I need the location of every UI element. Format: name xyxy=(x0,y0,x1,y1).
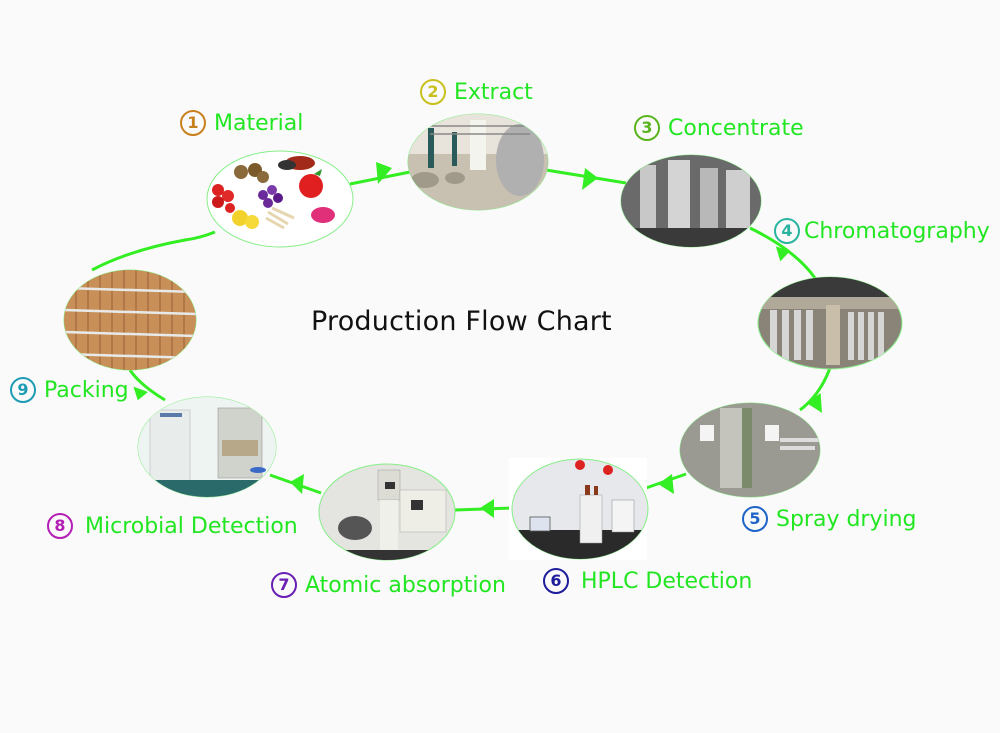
chart-title: Production Flow Chart xyxy=(311,306,612,337)
step-5-number-badge: 5 xyxy=(742,506,768,532)
step-9-text: Packing xyxy=(44,377,129,403)
connector-4-5 xyxy=(799,367,832,412)
step-8-photo xyxy=(137,396,277,498)
step-7-label: 7 Atomic absorption xyxy=(271,572,506,598)
step-1-number-badge: 1 xyxy=(180,110,206,136)
step-6-text: HPLC Detection xyxy=(581,568,753,594)
step-4-number-badge: 4 xyxy=(774,218,800,244)
step-3-number-badge: 3 xyxy=(634,115,660,141)
arrowhead-7-8 xyxy=(290,474,304,494)
step-2-photo xyxy=(407,113,549,211)
step-9-label: 9 Packing xyxy=(10,377,129,403)
arrowhead-4-5 xyxy=(806,393,822,413)
arrowhead-1-2 xyxy=(376,162,392,184)
step-1-photo xyxy=(206,150,354,248)
step-2-label: 2 Extract xyxy=(420,79,533,105)
step-7-text: Atomic absorption xyxy=(305,572,506,598)
connector-9-1 xyxy=(91,230,216,272)
step-5-text: Spray drying xyxy=(776,506,917,532)
arrowhead-8-9 xyxy=(133,386,149,401)
step-2-text: Extract xyxy=(454,79,533,105)
step-8-text: Microbial Detection xyxy=(85,513,298,539)
step-9-photo xyxy=(63,269,197,371)
step-7-photo xyxy=(318,463,456,561)
step-3-label: 3 Concentrate xyxy=(634,115,804,141)
step-1-label: 1 Material xyxy=(180,110,303,136)
step-7-number-badge: 7 xyxy=(271,572,297,598)
arrowheads xyxy=(133,162,822,518)
step-3-text: Concentrate xyxy=(668,115,804,141)
step-3-photo xyxy=(620,154,762,248)
step-4-photo xyxy=(757,276,903,370)
step-1-text: Material xyxy=(214,110,304,136)
step-6-photo xyxy=(509,458,649,560)
step-4-label: 4 Chromatography xyxy=(774,218,990,244)
arrowhead-3-4 xyxy=(775,246,791,262)
step-9-number-badge: 9 xyxy=(10,377,36,403)
connector-8-9 xyxy=(128,369,166,402)
step-8-number-badge: 8 xyxy=(47,513,73,539)
step-5-photo xyxy=(679,402,821,498)
step-2-number-badge: 2 xyxy=(420,79,446,105)
arrowhead-2-3 xyxy=(582,168,598,190)
arrowhead-6-7 xyxy=(480,499,494,518)
step-8-label: 8 Microbial Detection xyxy=(47,513,298,539)
step-6-number-badge: 6 xyxy=(543,568,569,594)
step-5-label: 5 Spray drying xyxy=(742,506,917,532)
arrowhead-5-6 xyxy=(658,474,674,494)
step-4-text: Chromatography xyxy=(804,218,990,244)
step-6-label: 6 HPLC Detection xyxy=(543,568,752,594)
